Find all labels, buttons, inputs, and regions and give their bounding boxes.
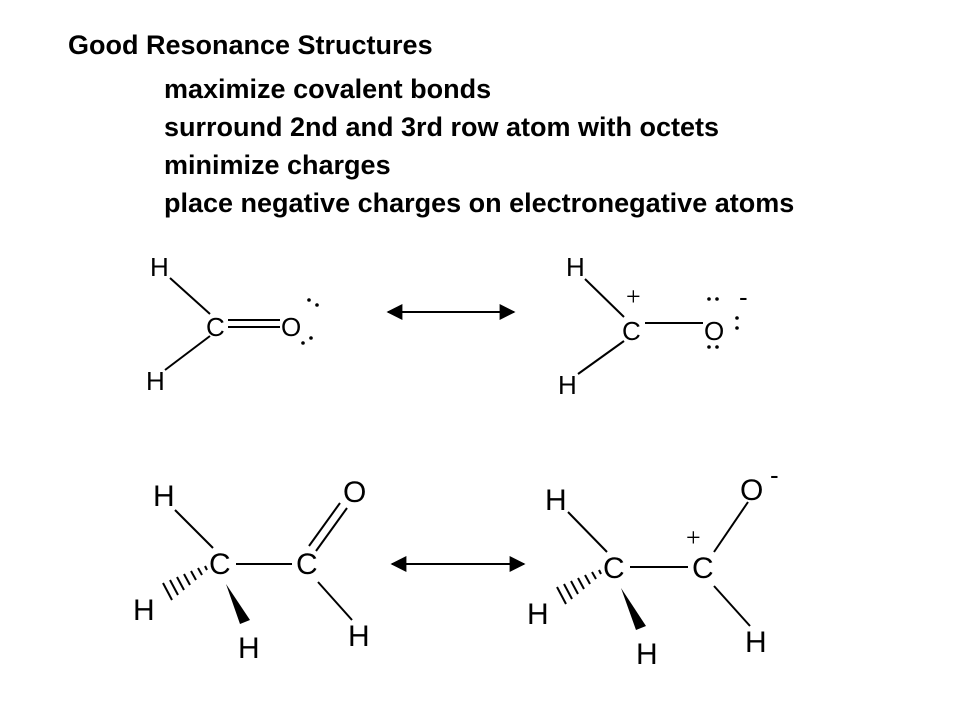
bond-c-h-aldehyde (713, 585, 751, 627)
atom-h-wedge-left: H (133, 594, 155, 627)
formaldehyde-charged-structure: H H C O + - (558, 252, 748, 400)
wedge-bond (621, 588, 646, 630)
bond-c-h-top (584, 278, 625, 318)
bond-c-h-top (174, 509, 214, 549)
negative-charge: - (770, 460, 779, 490)
atom-c-carbonyl: C (692, 552, 714, 585)
lone-pairs-oxygen (707, 297, 739, 349)
atom-carbon: C (206, 312, 225, 342)
bond-c-o-double-1 (308, 502, 341, 547)
bond-c-o-double-2 (315, 507, 348, 552)
atom-oxygen: O (281, 312, 301, 342)
atom-h-top: H (566, 252, 585, 282)
atom-h-aldehyde: H (348, 620, 370, 653)
lone-pairs-oxygen (301, 298, 319, 345)
atom-c-methyl: C (603, 552, 625, 585)
atom-oxygen: O (740, 474, 763, 507)
atom-c-carbonyl: C (296, 548, 318, 581)
rule-item: place negative charges on electronegativ… (164, 188, 795, 218)
atom-h-bottom: H (558, 370, 577, 400)
hash-bond (556, 569, 602, 605)
atom-h-top: H (153, 480, 175, 513)
rules-list: maximize covalent bonds surround 2nd and… (164, 70, 794, 222)
atom-h-top: H (150, 252, 169, 282)
rule-item: surround 2nd and 3rd row atom with octet… (164, 112, 720, 142)
bond-c-o-single (713, 501, 749, 553)
atom-oxygen: O (704, 316, 724, 346)
atom-h-wedge-left: H (527, 598, 549, 631)
bond-c-h-aldehyde (317, 581, 353, 621)
slide-title: Good Resonance Structures (68, 30, 433, 60)
negative-charge: - (739, 282, 748, 312)
atom-h-wedge-bottom: H (238, 632, 260, 665)
hash-bond (162, 565, 208, 601)
rule-item: maximize covalent bonds (164, 74, 492, 104)
bond-c-h-top (169, 277, 211, 315)
acetaldehyde-neutral-structure: H H H C C O H (133, 476, 370, 665)
bond-c-h-top (567, 511, 608, 553)
positive-charge: + (686, 523, 701, 552)
bond-c-h-bottom (164, 335, 211, 371)
acetaldehyde-charged-structure: H H H C C O H + - (527, 460, 779, 671)
positive-charge: + (626, 282, 641, 311)
formaldehyde-neutral-structure: H H C O (146, 252, 319, 396)
atom-h-top: H (545, 484, 567, 517)
atom-oxygen: O (343, 476, 366, 509)
atom-h-bottom: H (146, 366, 165, 396)
atom-h-wedge-bottom: H (636, 638, 658, 671)
bond-c-h-bottom (577, 340, 625, 375)
atom-carbon: C (622, 316, 641, 346)
atom-h-aldehyde: H (745, 626, 767, 659)
atom-c-methyl: C (209, 548, 231, 581)
rule-item: minimize charges (164, 150, 391, 180)
wedge-bond (226, 584, 250, 624)
